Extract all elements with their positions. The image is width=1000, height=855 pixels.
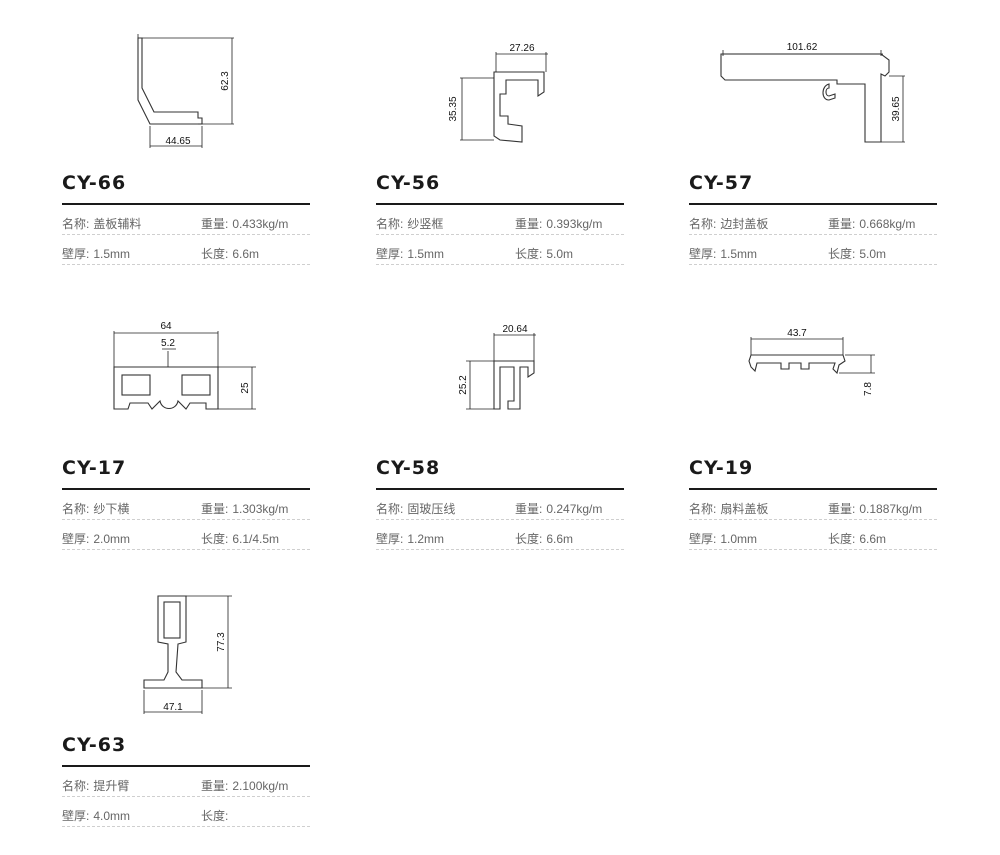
dim-height: 7.8	[863, 382, 874, 396]
product-name: 纱下横	[93, 502, 130, 516]
divider	[62, 765, 310, 767]
product-card-cy-63: 77.3 47.1 CY-63 名称:提升臂 重量:2.100kg/m 壁厚:4…	[62, 562, 310, 832]
product-card-cy-66: 44.65 62.3 CY-66 名称:盖板辅料 重量:0.433kg/m 壁厚…	[62, 0, 310, 270]
product-card-cy-57: 101.62 39.65 CY-57 名称:边封盖板 重量:0.668kg/m …	[689, 0, 937, 270]
product-thickness: 4.0mm	[93, 809, 131, 823]
spec-row: 名称:纱竖框 重量:0.393kg/m	[376, 206, 624, 235]
product-thickness: 1.5mm	[720, 247, 758, 261]
product-weight: 1.303kg/m	[232, 502, 289, 516]
profile-drawing: 64 5.2 25	[62, 285, 310, 445]
dim-height: 62.3	[220, 71, 231, 91]
profile-cy-58-drawing: 20.64 25.2	[458, 324, 536, 410]
product-length: 5.0m	[546, 247, 574, 261]
product-thickness: 1.5mm	[407, 247, 445, 261]
profile-drawing: 27.26 35.35	[376, 0, 624, 160]
product-weight: 0.247kg/m	[546, 502, 603, 516]
product-weight: 0.433kg/m	[232, 217, 289, 231]
product-name: 扇料盖板	[720, 502, 769, 516]
profile-cy-19-drawing: 43.7 7.8	[748, 328, 875, 396]
product-card-cy-17: 64 5.2 25 CY-17 名称:纱下横 重量:1.303kg/m 壁厚:2…	[62, 285, 310, 555]
product-weight: 0.393kg/m	[546, 217, 603, 231]
product-code: CY-66	[62, 172, 127, 194]
product-name: 固玻压线	[407, 502, 456, 516]
spec-row: 名称:提升臂 重量:2.100kg/m	[62, 768, 310, 797]
product-card-cy-19: 43.7 7.8 CY-19 名称:扇料盖板 重量:0.1887kg/m 壁厚:…	[689, 285, 937, 555]
profile-drawing: 43.7 7.8	[689, 285, 937, 445]
dim-width: 47.1	[163, 702, 183, 713]
product-name: 纱竖框	[407, 217, 444, 231]
dim-height: 39.65	[891, 96, 902, 121]
dim-width: 44.65	[165, 136, 190, 147]
dim-height: 25.2	[458, 375, 469, 395]
dim-width: 43.7	[787, 328, 807, 339]
profile-drawing: 101.62 39.65	[689, 0, 937, 160]
dim-width: 64	[160, 321, 172, 332]
spec-row: 壁厚:2.0mm 长度:6.1/4.5m	[62, 521, 310, 550]
product-code: CY-17	[62, 457, 127, 479]
spec-row: 壁厚:1.0mm 长度:6.6m	[689, 521, 937, 550]
profile-cy-56-drawing: 27.26 35.35	[448, 43, 548, 143]
spec-row: 名称:边封盖板 重量:0.668kg/m	[689, 206, 937, 235]
product-code: CY-19	[689, 457, 754, 479]
product-weight: 0.1887kg/m	[859, 502, 923, 516]
spec-row: 壁厚:1.5mm 长度:6.6m	[62, 236, 310, 265]
product-length: 6.6m	[859, 532, 887, 546]
spec-row: 名称:固玻压线 重量:0.247kg/m	[376, 491, 624, 520]
divider	[689, 203, 937, 205]
spec-row: 壁厚:4.0mm 长度:	[62, 798, 310, 827]
product-code: CY-56	[376, 172, 441, 194]
spec-row: 名称:扇料盖板 重量:0.1887kg/m	[689, 491, 937, 520]
spec-row: 壁厚:1.2mm 长度:6.6m	[376, 521, 624, 550]
dim-width: 20.64	[502, 324, 527, 335]
product-weight: 0.668kg/m	[859, 217, 916, 231]
profile-cy-17-drawing: 64 5.2 25	[113, 321, 256, 410]
product-card-cy-56: 27.26 35.35 CY-56 名称:纱竖框 重量:0.393kg/m 壁厚…	[376, 0, 624, 270]
product-code: CY-63	[62, 734, 127, 756]
divider	[376, 203, 624, 205]
profile-drawing: 44.65 62.3	[62, 0, 310, 160]
profile-cy-63-drawing: 77.3 47.1	[143, 595, 232, 714]
divider	[62, 203, 310, 205]
product-weight: 2.100kg/m	[232, 779, 289, 793]
product-thickness: 1.2mm	[407, 532, 445, 546]
product-length: 6.6m	[546, 532, 574, 546]
spec-row: 名称:盖板辅料 重量:0.433kg/m	[62, 206, 310, 235]
product-card-cy-58: 20.64 25.2 CY-58 名称:固玻压线 重量:0.247kg/m 壁厚…	[376, 285, 624, 555]
product-thickness: 2.0mm	[93, 532, 131, 546]
divider	[62, 488, 310, 490]
spec-row: 壁厚:1.5mm 长度:5.0m	[689, 236, 937, 265]
dim-slot: 5.2	[161, 338, 175, 349]
profile-drawing: 77.3 47.1	[62, 562, 310, 722]
profile-drawing: 20.64 25.2	[376, 285, 624, 445]
dim-height: 77.3	[216, 632, 227, 652]
product-length: 5.0m	[859, 247, 887, 261]
profile-cy-57-drawing: 101.62 39.65	[720, 42, 905, 143]
divider	[376, 488, 624, 490]
product-name: 边封盖板	[720, 217, 769, 231]
product-code: CY-58	[376, 457, 441, 479]
profile-cy-66-drawing: 44.65 62.3	[137, 34, 234, 148]
spec-row: 壁厚:1.5mm 长度:5.0m	[376, 236, 624, 265]
dim-width: 27.26	[509, 43, 534, 54]
spec-row: 名称:纱下横 重量:1.303kg/m	[62, 491, 310, 520]
product-thickness: 1.0mm	[720, 532, 758, 546]
dim-width: 101.62	[787, 42, 818, 53]
divider	[689, 488, 937, 490]
product-length: 6.1/4.5m	[232, 532, 280, 546]
product-length: 6.6m	[232, 247, 260, 261]
product-name: 盖板辅料	[93, 217, 142, 231]
product-thickness: 1.5mm	[93, 247, 131, 261]
product-name: 提升臂	[93, 779, 130, 793]
product-code: CY-57	[689, 172, 754, 194]
dim-height: 35.35	[448, 96, 459, 121]
dim-height: 25	[240, 382, 251, 394]
